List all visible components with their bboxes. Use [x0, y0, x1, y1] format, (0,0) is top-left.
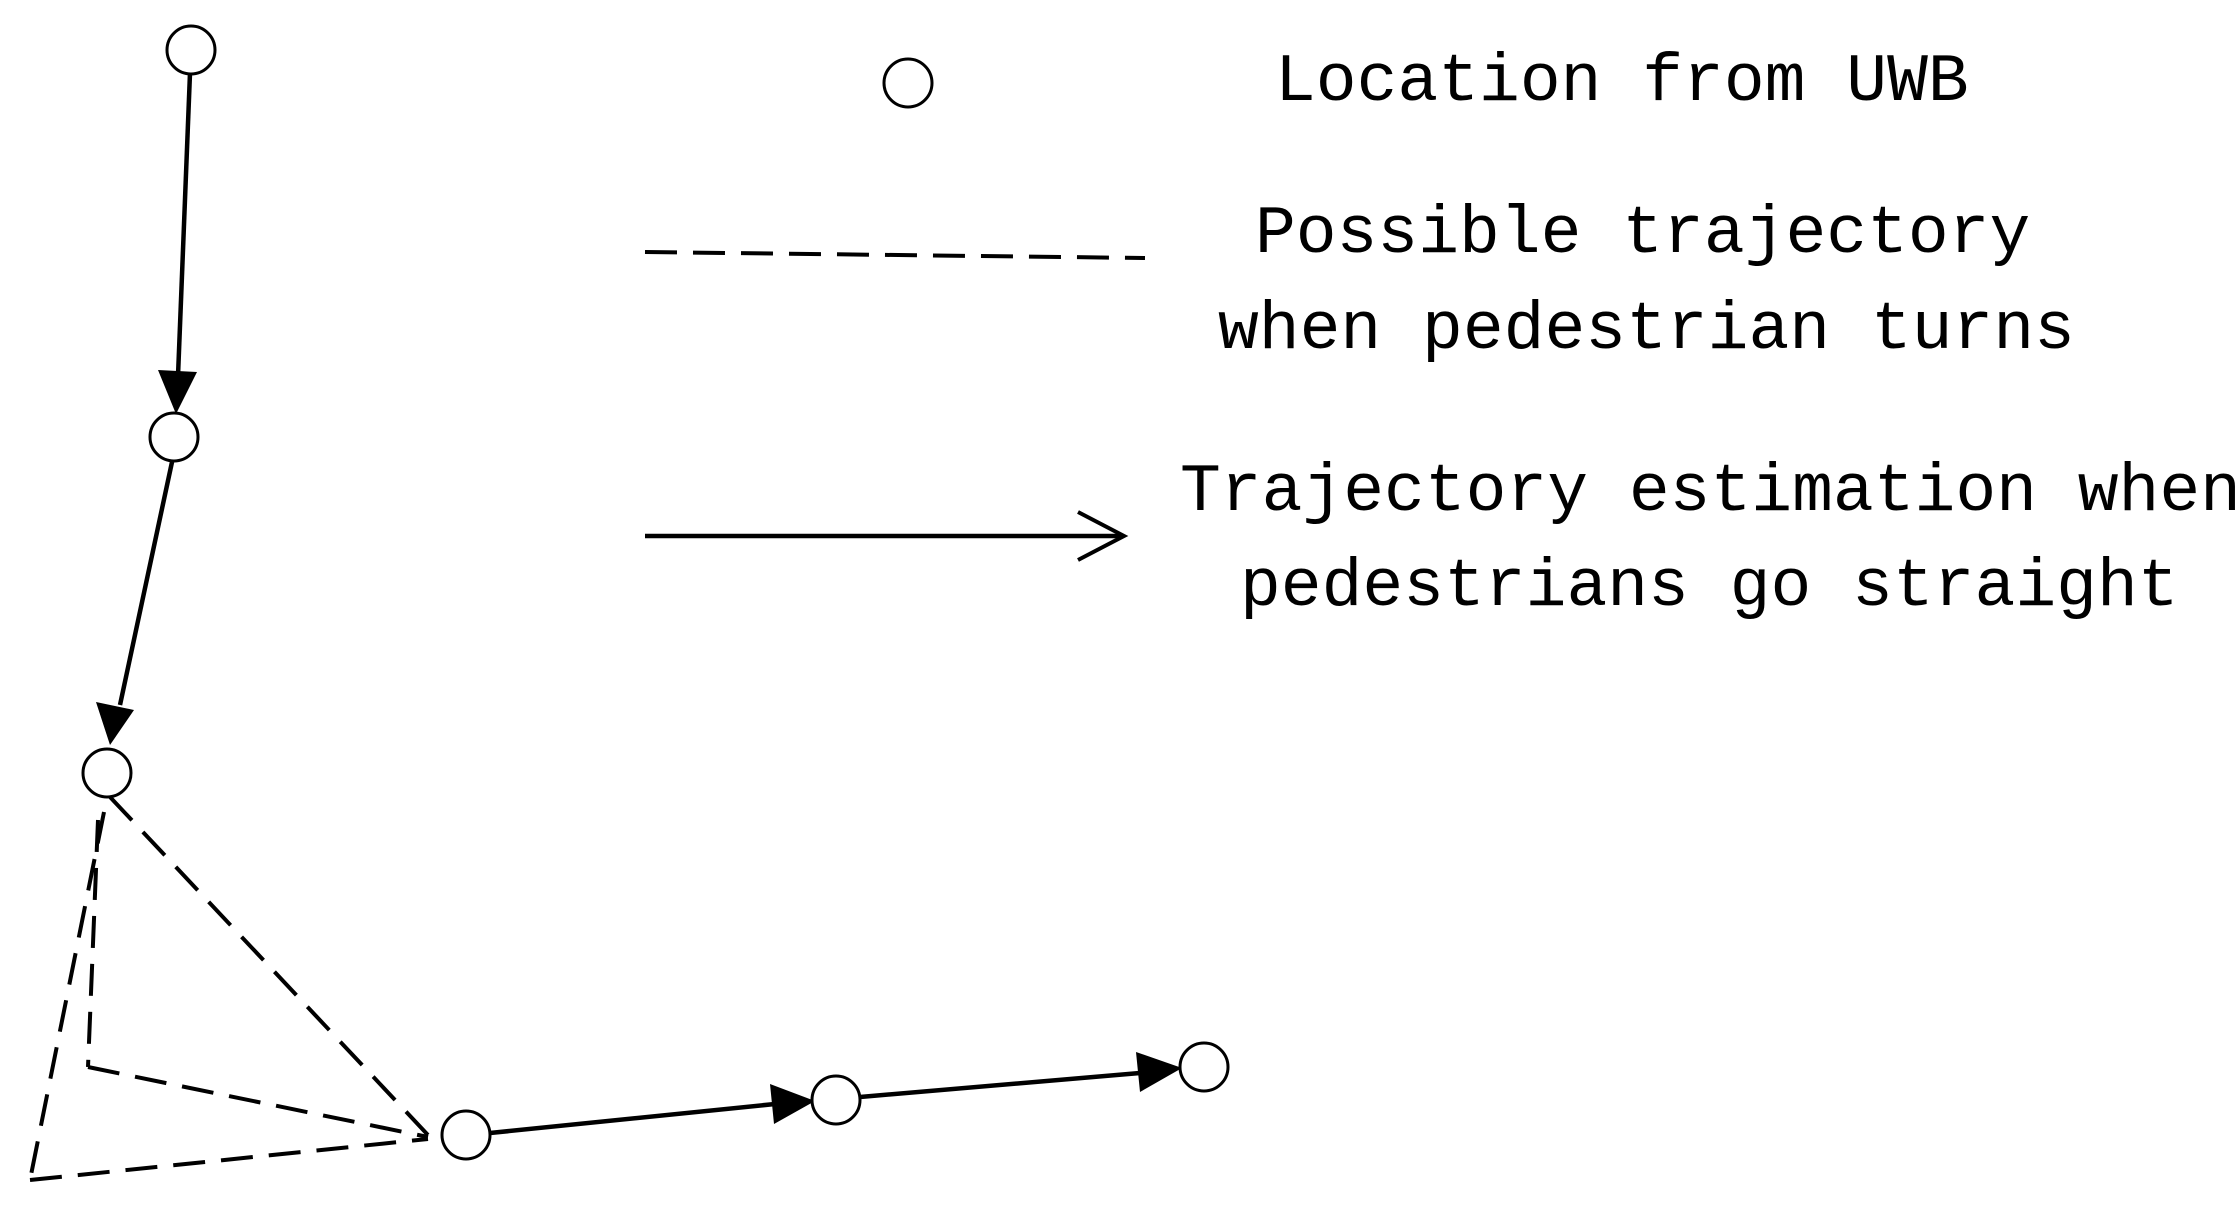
legend-straight-estimation-line1: Trajectory estimation when [1180, 454, 2240, 531]
uwb-location-node-4 [440, 1109, 492, 1161]
legend-open-arrowhead [1077, 510, 1129, 562]
legend-uwb-location-symbol [882, 57, 934, 109]
solid-edge-node4-to-node5 [489, 1101, 776, 1136]
uwb-location-node-2 [148, 411, 200, 463]
arrowhead-node2 [158, 370, 197, 414]
dashed-edge-node3-to-inner-corner [86, 819, 100, 1068]
legend-possible-trajectory-line2: when pedestrian turns [1218, 292, 2075, 369]
arrowhead-node5 [770, 1084, 815, 1124]
uwb-location-node-3 [81, 747, 133, 799]
dashed-edge-node3-to-outer-corner [28, 811, 106, 1181]
dashed-edge-outer-corner-to-node4 [29, 1137, 429, 1182]
solid-edge-node1-to-node2 [175, 72, 193, 377]
arrowhead-node6 [1136, 1052, 1182, 1092]
uwb-location-nodes [81, 24, 1230, 1161]
uwb-location-node-5 [810, 1074, 862, 1126]
dashed-edge-inner-corner-to-node4 [87, 1065, 429, 1139]
legend-dashed-line-symbol [644, 250, 1146, 260]
legend-uwb-location-label: Location from UWB [1275, 44, 1969, 121]
solid-edge-node2-to-node3 [117, 461, 175, 706]
dashed-edge-node3-to-node4 [108, 795, 430, 1137]
solid-edge-node5-to-node6 [859, 1070, 1141, 1100]
estimated-trajectory-group [96, 72, 1182, 1136]
uwb-location-node-6 [1178, 1041, 1230, 1093]
legend-straight-estimation-line2: pedestrians go straight [1240, 549, 2179, 626]
uwb-location-node-1 [165, 24, 217, 76]
possible-trajectory-group [28, 795, 430, 1182]
legend: Location from UWB Possible trajectory wh… [644, 44, 2240, 626]
arrowhead-node3 [96, 702, 134, 745]
legend-possible-trajectory-line1: Possible trajectory [1255, 196, 2030, 273]
